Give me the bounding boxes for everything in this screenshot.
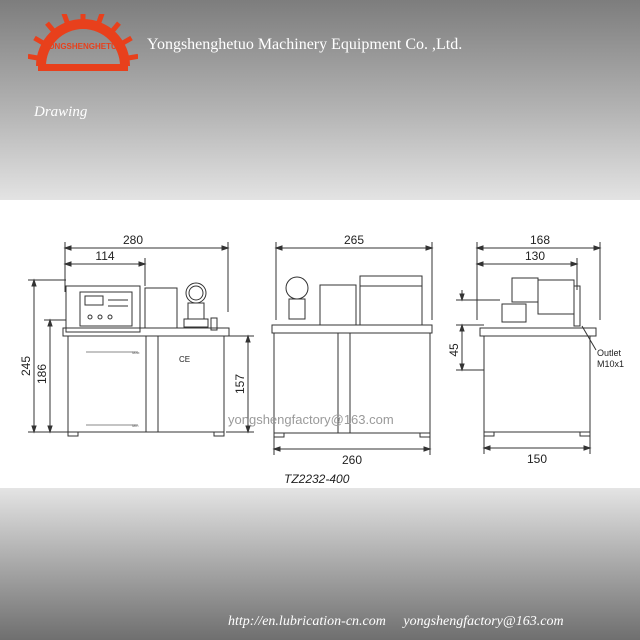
logo-text: YONGSHENGHETUO bbox=[43, 42, 123, 51]
dim-front-height: 245 bbox=[19, 356, 33, 376]
ce-mark: CE bbox=[179, 355, 190, 364]
company-logo: YONGSHENGHETUO bbox=[28, 14, 138, 71]
technical-drawing: 280 114 265 260 168 130 150 245 186 157 … bbox=[19, 233, 624, 486]
footer-email-link[interactable]: yongshengfactory@163.com bbox=[403, 614, 564, 629]
footer-banner bbox=[0, 488, 640, 640]
dim-front-gauge: 114 bbox=[95, 249, 114, 263]
side-view bbox=[271, 242, 434, 455]
dim-end-width: 168 bbox=[530, 233, 550, 247]
dim-end-inner: 130 bbox=[525, 249, 545, 263]
level-min-label: Min bbox=[132, 423, 138, 428]
watermark-email: yongshengfactory@163.com bbox=[228, 412, 394, 427]
dim-side-base: 260 bbox=[342, 453, 362, 467]
dim-end-base: 150 bbox=[527, 452, 547, 466]
dim-side-tank: 157 bbox=[233, 374, 247, 394]
level-max-label: Max bbox=[132, 350, 140, 355]
footer-website-link[interactable]: http://en.lubrication-cn.com bbox=[228, 614, 386, 629]
dim-outlet-height: 45 bbox=[447, 343, 461, 357]
dim-front-width: 280 bbox=[123, 233, 143, 247]
end-view bbox=[456, 242, 602, 454]
company-name: Yongshenghetuo Machinery Equipment Co. ,… bbox=[147, 36, 463, 53]
front-view bbox=[28, 242, 254, 437]
dim-front-tank: 186 bbox=[35, 364, 49, 384]
outlet-label: Outlet bbox=[597, 348, 622, 358]
section-title: Drawing bbox=[34, 104, 88, 120]
dim-side-width: 265 bbox=[344, 233, 364, 247]
outlet-size: M10x1 bbox=[597, 359, 624, 369]
model-number: TZ2232-400 bbox=[284, 472, 350, 486]
footer-contact: http://en.lubrication-cn.com yongshengfa… bbox=[228, 614, 578, 630]
